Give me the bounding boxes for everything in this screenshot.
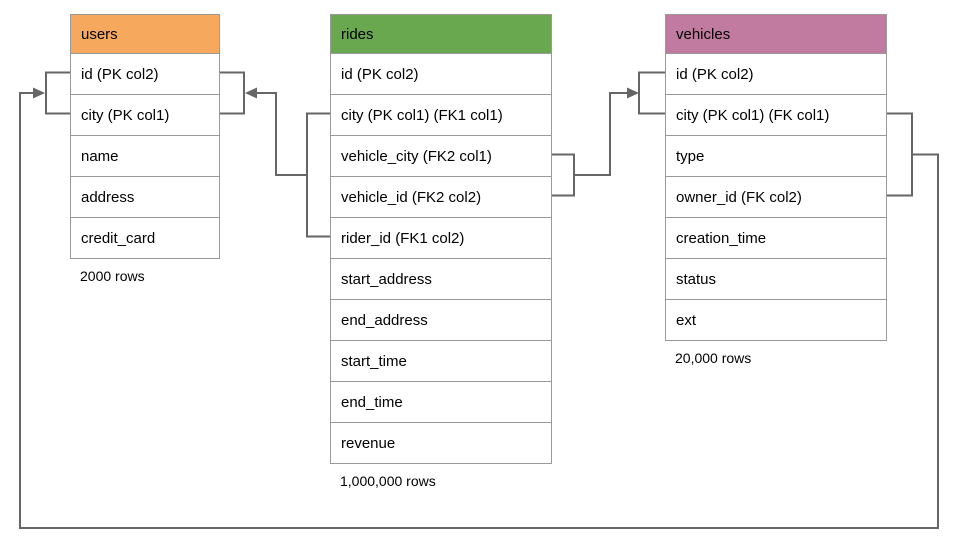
vehicles-column-owner-id: owner_id (FK col2) xyxy=(666,176,886,217)
rides-fk2-bracket xyxy=(552,153,575,197)
vehicles-fk-bracket xyxy=(887,112,913,197)
users-right-pk-bracket xyxy=(220,71,245,115)
vehicles-column-ext: ext xyxy=(666,299,886,340)
arrow-right-icon xyxy=(33,87,45,99)
fk-connector-vehicles-users xyxy=(19,71,939,529)
rides-column-start-time: start_time xyxy=(331,340,551,381)
users-left-pk-bracket xyxy=(45,71,70,115)
rides-row-count: 1,000,000 rows xyxy=(340,473,436,489)
vehicles-column-status: status xyxy=(666,258,886,299)
rides-column-revenue: revenue xyxy=(331,422,551,463)
table-users-box: users id (PK col2) city (PK col1) name a… xyxy=(70,14,220,259)
fk-link-line xyxy=(19,92,939,529)
table-vehicles-box: vehicles id (PK col2) city (PK col1) (FK… xyxy=(665,14,887,341)
table-rides-box: rides id (PK col2) city (PK col1) (FK1 c… xyxy=(330,14,552,464)
arrow-right-icon xyxy=(627,87,639,99)
rides-column-vehicle-city: vehicle_city (FK2 col1) xyxy=(331,135,551,176)
table-users: users id (PK col2) city (PK col1) name a… xyxy=(70,14,220,284)
table-rides-header: rides xyxy=(331,15,551,53)
rides-column-end-address: end_address xyxy=(331,299,551,340)
vehicles-column-type: type xyxy=(666,135,886,176)
rides-column-city: city (PK col1) (FK1 col1) xyxy=(331,94,551,135)
vehicles-column-city: city (PK col1) (FK col1) xyxy=(666,94,886,135)
table-rides: rides id (PK col2) city (PK col1) (FK1 c… xyxy=(330,14,552,489)
rides-column-rider-id: rider_id (FK1 col2) xyxy=(331,217,551,258)
users-column-name: name xyxy=(71,135,219,176)
rides-column-vehicle-id: vehicle_id (FK2 col2) xyxy=(331,176,551,217)
rides-fk1-bracket xyxy=(306,112,330,238)
table-vehicles-header: vehicles xyxy=(666,15,886,53)
users-column-credit-card: credit_card xyxy=(71,217,219,258)
rides-column-start-address: start_address xyxy=(331,258,551,299)
rides-column-id: id (PK col2) xyxy=(331,53,551,94)
users-column-id: id (PK col2) xyxy=(71,53,219,94)
vehicles-column-creation-time: creation_time xyxy=(666,217,886,258)
users-column-address: address xyxy=(71,176,219,217)
users-row-count: 2000 rows xyxy=(80,268,145,284)
fk1-link-line xyxy=(256,92,307,176)
vehicles-left-pk-bracket xyxy=(638,71,665,115)
fk2-connector-rides-vehicles xyxy=(552,71,665,197)
vehicles-row-count: 20,000 rows xyxy=(675,350,752,366)
users-column-city: city (PK col1) xyxy=(71,94,219,135)
vehicles-column-id: id (PK col2) xyxy=(666,53,886,94)
arrow-left-icon xyxy=(245,87,257,99)
table-vehicles: vehicles id (PK col2) city (PK col1) (FK… xyxy=(665,14,887,366)
rides-column-end-time: end_time xyxy=(331,381,551,422)
fk2-link-line xyxy=(574,92,628,176)
fk1-connector-rides-users xyxy=(220,71,330,238)
table-users-header: users xyxy=(71,15,219,53)
